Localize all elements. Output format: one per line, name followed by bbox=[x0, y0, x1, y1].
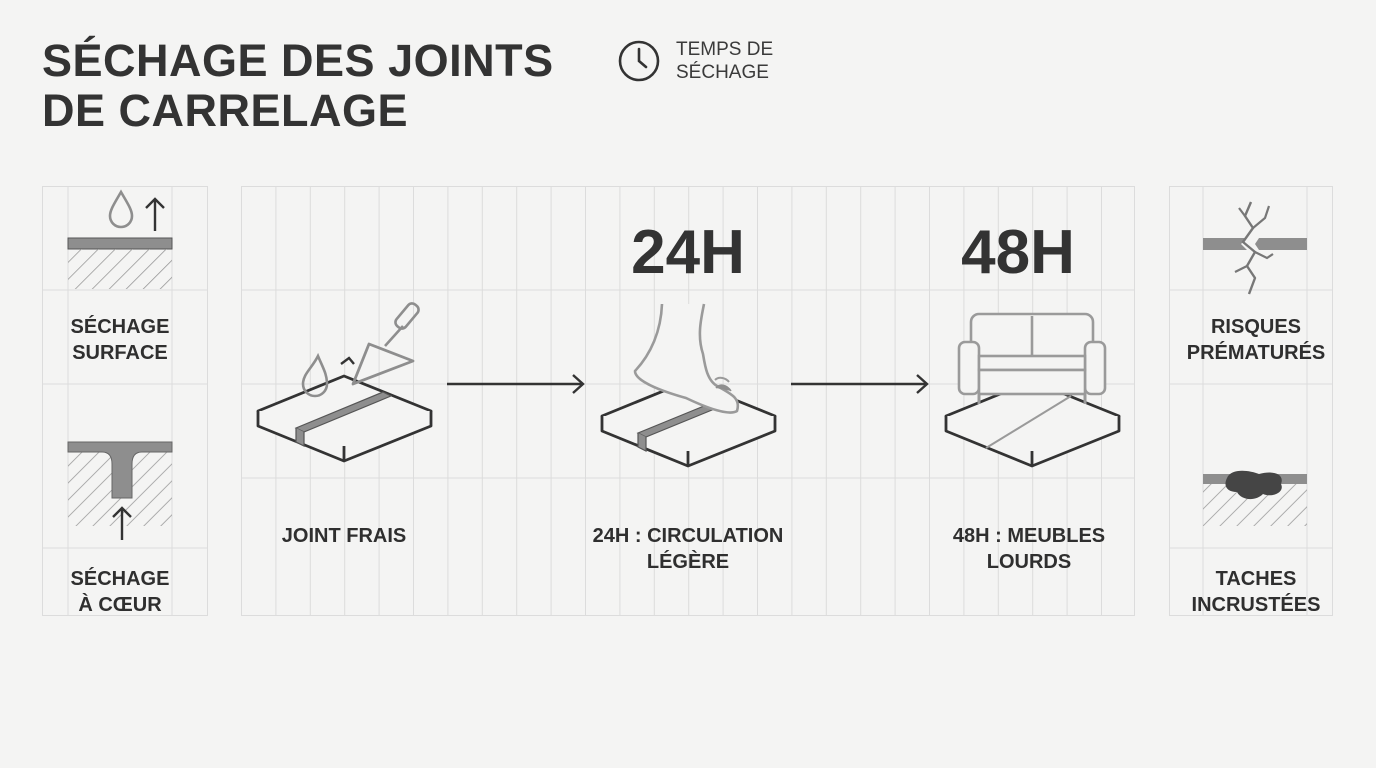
surface-drying-label: SÉCHAGE SURFACE bbox=[70, 316, 170, 364]
core-drying-label: SÉCHAGE À CŒUR bbox=[70, 568, 170, 616]
step-light-traffic-label: 24H : CIRCULATION LÉGÈRE bbox=[592, 525, 784, 573]
encrusted-stains-label: TACHES INCRUSTÉES bbox=[1191, 568, 1321, 616]
step-fresh-joint-label: JOINT FRAIS bbox=[281, 525, 407, 547]
foot-on-tile-icon bbox=[600, 303, 777, 468]
cracked-joint-icon bbox=[1203, 201, 1307, 295]
timeline-panel: 24H 48H JOINT FRAIS 24H : CIRCULATION LÉ… bbox=[241, 186, 1135, 616]
core-drying-icon bbox=[67, 441, 173, 540]
drying-time-badge: TEMPS DE SÉCHAGE bbox=[676, 39, 774, 83]
right-panel-risks: RISQUES PRÉMATURÉS TACHES INCRUSTÉES bbox=[1169, 186, 1333, 616]
time-48h: 48H bbox=[961, 218, 1075, 287]
timeline-drawing bbox=[241, 186, 1135, 616]
arrow-right-2-icon bbox=[791, 374, 929, 394]
step-heavy-furniture-label: 48H : MEUBLES LOURDS bbox=[952, 525, 1106, 573]
surface-drying-icon bbox=[67, 189, 173, 289]
left-panel-drying-types: SÉCHAGE SURFACE SÉCHAGE À CŒUR bbox=[42, 186, 208, 616]
time-24h: 24H bbox=[631, 218, 745, 287]
title-line-1: SÉCHAGE DES JOINTS bbox=[42, 35, 554, 86]
page-title: SÉCHAGE DES JOINTS DE CARRELAGE bbox=[42, 36, 554, 136]
stained-joint-icon bbox=[1203, 470, 1307, 526]
clock-icon bbox=[618, 40, 660, 82]
premature-risks-label: RISQUES PRÉMATURÉS bbox=[1186, 316, 1326, 364]
sofa-on-tile-icon bbox=[944, 312, 1121, 468]
title-line-2: DE CARRELAGE bbox=[42, 85, 409, 136]
arrow-right-1-icon bbox=[447, 374, 585, 394]
fresh-joint-icon bbox=[256, 302, 433, 463]
